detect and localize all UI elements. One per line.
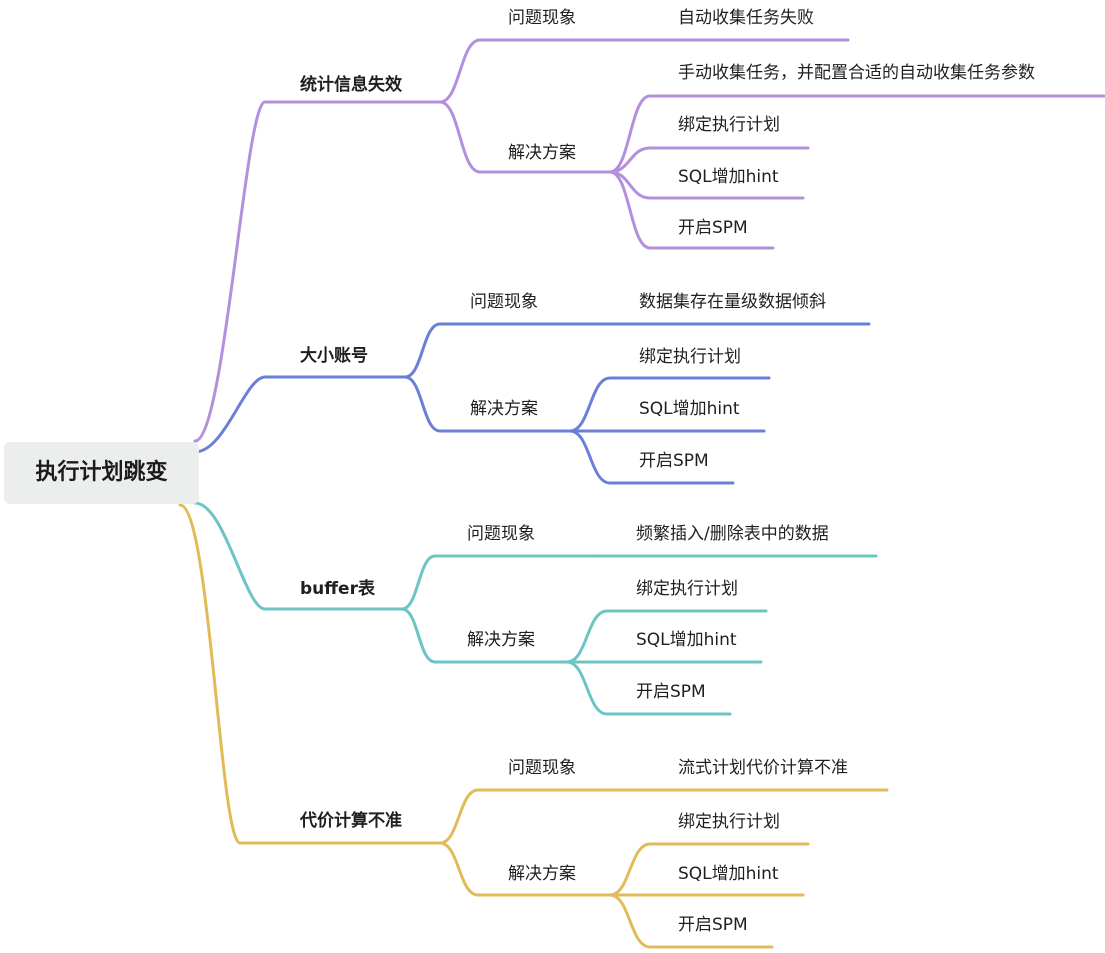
link-branch-1-solution-item-2 [568,429,735,485]
link-branch-3-solution [438,841,612,897]
branch-node-0[interactable]: 统计信息失效 [300,75,402,95]
link-root-branch-2 [193,501,267,611]
link-root-branch-1 [193,375,267,454]
branch-1-solution-node[interactable]: 解决方案 [470,399,538,419]
link-branch-3-symptom [438,788,642,845]
branch-2-solution-item-0[interactable]: 绑定执行计划 [636,579,738,599]
link-branch-2-solution-item-2 [565,660,732,716]
branch-3-symptom-item-0[interactable]: 流式计划代价计算不准 [678,758,848,778]
branch-3-symptom-node[interactable]: 问题现象 [508,758,576,778]
branch-node-2[interactable]: buffer表 [300,579,375,599]
link-branch-3-solution-item-0 [608,842,810,897]
branch-1-solution-item-1[interactable]: SQL增加hint [639,399,740,419]
branch-0-symptom-item-0[interactable]: 自动收集任务失败 [678,8,814,28]
link-branch-2-symptom [400,554,599,611]
branch-2-solution-node[interactable]: 解决方案 [467,630,535,650]
branch-0-solution-node[interactable]: 解决方案 [508,143,576,163]
branch-3-solution-item-1[interactable]: SQL增加hint [678,864,779,884]
link-branch-0-solution-item-1 [608,146,810,174]
root-node[interactable]: 执行计划跳变 [4,442,199,504]
branch-1-symptom-item-0[interactable]: 数据集存在量级数据倾斜 [639,292,826,312]
branch-0-solution-item-3[interactable]: 开启SPM [678,218,748,238]
branch-0-solution-item-0[interactable]: 手动收集任务，并配置合适的自动收集任务参数 [678,63,1035,83]
branch-2-symptom-node[interactable]: 问题现象 [467,524,535,544]
branch-1-symptom-node[interactable]: 问题现象 [470,292,538,312]
branch-2-symptom-item-0[interactable]: 频繁插入/删除表中的数据 [636,524,829,544]
branch-3-solution-item-2[interactable]: 开启SPM [678,915,748,935]
branch-2-solution-item-1[interactable]: SQL增加hint [636,630,737,650]
branch-3-solution-item-0[interactable]: 绑定执行计划 [678,812,780,832]
link-root-branch-0 [193,100,267,443]
branch-node-1[interactable]: 大小账号 [300,346,368,366]
link-root-branch-3 [178,503,242,845]
link-branch-2-solution-item-0 [565,609,768,664]
link-branch-1-solution [403,375,572,433]
branch-0-solution-item-1[interactable]: 绑定执行计划 [678,115,780,135]
link-branch-1-symptom [403,322,602,379]
branch-node-3[interactable]: 代价计算不准 [300,811,402,831]
branch-1-solution-item-2[interactable]: 开启SPM [639,451,709,471]
branch-2-solution-item-2[interactable]: 开启SPM [636,682,706,702]
link-branch-0-solution [438,100,612,174]
link-branch-2-solution [400,607,569,664]
branch-0-symptom-node[interactable]: 问题现象 [508,8,576,28]
branch-3-solution-node[interactable]: 解决方案 [508,864,576,884]
branch-1-solution-item-0[interactable]: 绑定执行计划 [639,347,741,367]
root-label: 执行计划跳变 [35,460,168,485]
link-branch-3-solution-item-2 [608,893,774,949]
link-branch-0-solution-item-3 [608,170,775,250]
link-branch-0-solution-item-0 [608,94,1105,174]
branch-0-solution-item-2[interactable]: SQL增加hint [678,167,779,187]
link-branch-1-solution-item-0 [568,376,771,433]
link-branch-0-symptom [438,38,642,104]
